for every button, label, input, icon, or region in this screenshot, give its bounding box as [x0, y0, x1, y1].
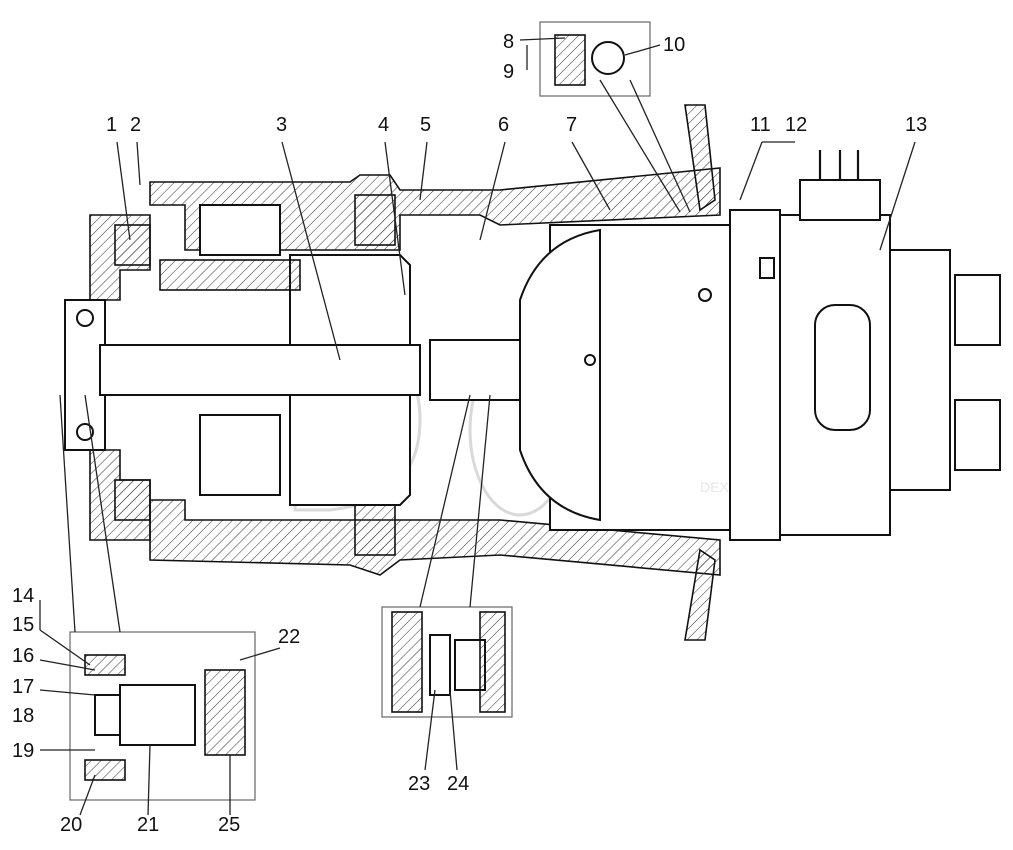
detail-box-center: [381, 394, 513, 718]
watermark-text: DEX: [700, 479, 729, 495]
detail-box-left: [59, 394, 256, 801]
callout-6: 6: [498, 114, 510, 136]
callout-19: 19: [12, 740, 35, 762]
callout-14: 14: [12, 585, 35, 607]
callout-18: 18: [12, 705, 35, 727]
motor-body: [519, 150, 1001, 541]
leader-lines: [39, 37, 916, 816]
callout-11: 11: [750, 114, 771, 136]
callout-5: 5: [420, 114, 432, 136]
callout-2: 2: [130, 114, 142, 136]
callout-1: 1: [106, 114, 118, 136]
detail-box-top: [539, 21, 691, 213]
callout-8: 8: [503, 31, 515, 53]
callout-10: 10: [663, 34, 686, 56]
callout-9: 9: [503, 61, 515, 83]
callout-20: 20: [60, 814, 83, 836]
callout-7: 7: [566, 114, 578, 136]
callout-15: 15: [12, 614, 35, 636]
callout-17: 17: [12, 676, 35, 698]
callout-23: 23: [408, 773, 431, 795]
callout-22: 22: [278, 626, 301, 648]
callout-25: 25: [218, 814, 241, 836]
callout-12: 12: [785, 114, 808, 136]
planetary-hub: [64, 194, 521, 556]
callout-21: 21: [137, 814, 160, 836]
callout-24: 24: [447, 773, 470, 795]
callout-13: 13: [905, 114, 928, 136]
callout-4: 4: [378, 114, 390, 136]
callout-3: 3: [276, 114, 288, 136]
callout-16: 16: [12, 645, 35, 667]
